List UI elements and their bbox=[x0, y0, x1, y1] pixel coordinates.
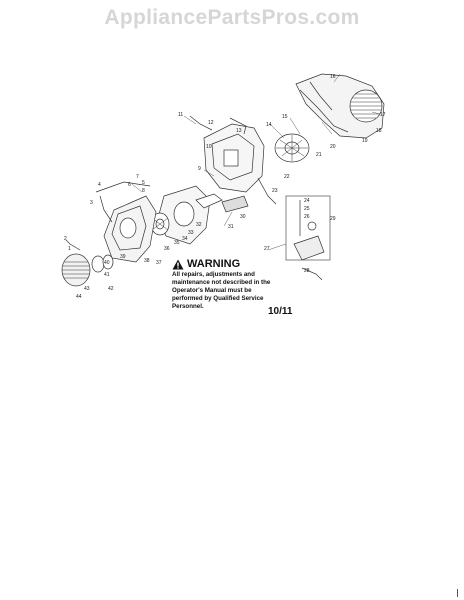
part-label: 44 bbox=[76, 294, 82, 300]
part-label: 2 bbox=[64, 236, 67, 242]
part-label: 38 bbox=[144, 258, 150, 264]
part-label: 18 bbox=[376, 128, 382, 134]
part-label: 3 bbox=[90, 200, 93, 206]
part-label: 4 bbox=[98, 182, 101, 188]
part-label: 8 bbox=[142, 188, 145, 194]
part-label: 24 bbox=[304, 198, 310, 204]
warning-text: All repairs, adjustments and maintenance… bbox=[172, 271, 271, 310]
part-label: 16 bbox=[330, 74, 336, 80]
part-label: 41 bbox=[104, 272, 110, 278]
part-label: 25 bbox=[304, 206, 310, 212]
part-label: 32 bbox=[196, 222, 202, 228]
starter-assembly bbox=[61, 239, 114, 287]
part-label: 5 bbox=[142, 180, 145, 186]
part-number-labels: 1 2 3 4 5 6 7 8 9 10 11 12 13 14 15 16 1… bbox=[64, 74, 386, 300]
part-label: 36 bbox=[164, 246, 170, 252]
warning-title: WARNING bbox=[187, 258, 241, 270]
part-label: 31 bbox=[228, 224, 234, 230]
bracket bbox=[195, 193, 223, 209]
part-label: 6 bbox=[128, 182, 131, 188]
muffler-cover bbox=[221, 195, 249, 213]
engine-housing bbox=[103, 195, 157, 263]
part-label: 37 bbox=[156, 260, 162, 266]
part-label: 1 bbox=[68, 246, 71, 252]
fuel-tank-assembly bbox=[285, 195, 331, 281]
warning-notice: WARNING All repairs, adjustments and mai… bbox=[172, 258, 282, 311]
flywheel bbox=[150, 212, 170, 236]
revision-date: 10/11 bbox=[268, 306, 293, 317]
part-label: 23 bbox=[272, 188, 278, 194]
part-label: 21 bbox=[316, 152, 322, 158]
part-label: 19 bbox=[362, 138, 368, 144]
part-label: 14 bbox=[266, 122, 272, 128]
warning-triangle-icon bbox=[172, 259, 184, 269]
part-label: 15 bbox=[282, 114, 288, 120]
part-label: 11 bbox=[178, 112, 183, 118]
part-label: 26 bbox=[304, 214, 310, 220]
warning-heading: WARNING bbox=[172, 258, 282, 270]
part-label: 29 bbox=[330, 216, 336, 222]
impeller bbox=[274, 133, 310, 163]
watermark: AppliancePartsPros.com bbox=[104, 6, 360, 29]
part-label: 13 bbox=[236, 128, 242, 134]
spark-plug-lead bbox=[189, 115, 213, 131]
scan-edge-mark bbox=[457, 589, 458, 597]
part-label: 40 bbox=[104, 260, 110, 266]
part-label: 28 bbox=[304, 268, 310, 274]
throttle-wire bbox=[95, 181, 151, 193]
part-label: 35 bbox=[174, 240, 180, 246]
blower-housing bbox=[295, 73, 385, 139]
part-label: 10 bbox=[206, 144, 212, 150]
part-label: 43 bbox=[84, 286, 90, 292]
part-label: 34 bbox=[182, 236, 188, 242]
part-label: 33 bbox=[188, 230, 194, 236]
part-label: 27 bbox=[264, 246, 270, 252]
part-label: 42 bbox=[108, 286, 114, 292]
part-label: 12 bbox=[208, 120, 214, 126]
part-label: 30 bbox=[240, 214, 246, 220]
part-label: 39 bbox=[120, 254, 126, 260]
part-label: 20 bbox=[330, 144, 336, 150]
engine-block bbox=[203, 117, 277, 205]
part-label: 7 bbox=[136, 174, 139, 180]
part-label: 9 bbox=[198, 166, 201, 172]
part-label: 22 bbox=[284, 174, 290, 180]
part-label: 17 bbox=[380, 112, 386, 118]
